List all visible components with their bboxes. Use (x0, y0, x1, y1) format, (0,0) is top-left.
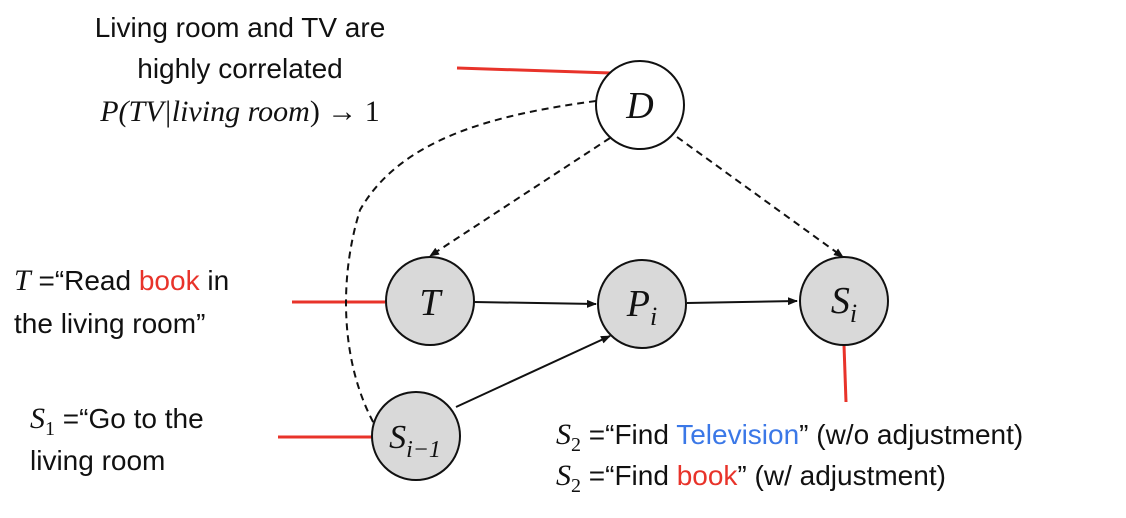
t-label-tail: in (200, 265, 230, 296)
s2-line1-tail: ” (w/o adjustment) (799, 419, 1023, 450)
node-t: T (385, 256, 475, 346)
t-label: T =“Read book in the living room” (14, 264, 229, 339)
t-label-eq: =“Read (31, 265, 139, 296)
annotation-connector-line (456, 66, 612, 75)
s1-label-var-sub: 1 (45, 418, 55, 440)
edge-d-to-t-dashed (429, 137, 611, 257)
node-s-base: S (831, 280, 850, 322)
node-t-label: T (419, 282, 443, 324)
formula-argument: living room (172, 95, 310, 128)
annotation-line-1: Living room and TV are (95, 12, 386, 43)
t-label-highlight: book (139, 265, 201, 296)
edge-d-to-s-dashed (676, 136, 844, 258)
annotation-line-2: highly correlated (137, 53, 342, 84)
s1-label: S1 =“Go to the living room (30, 402, 204, 476)
s1-label-var: S (30, 402, 45, 435)
s2-line1-eq: =“Find (581, 419, 676, 450)
edge-t-to-p (473, 299, 597, 308)
node-sprev-base: S (389, 419, 406, 456)
s1-label-eq: =“Go to the (55, 403, 204, 434)
node-sprev-circle (371, 391, 461, 481)
node-d-circle (595, 60, 685, 150)
s2-line1-var-sub: 2 (571, 434, 581, 456)
s2-line2-eq: =“Find (581, 460, 677, 491)
node-t-circle (385, 256, 475, 346)
node-d: D (595, 60, 685, 150)
node-p: Pi (597, 259, 687, 349)
node-p-circle (597, 259, 687, 349)
edge-p-to-s (686, 297, 798, 306)
annotation-formula: P(TV|living room) → 1 (99, 95, 380, 128)
correlation-annotation: Living room and TV are highly correlated… (95, 12, 386, 128)
node-p-label: Pi (626, 283, 657, 331)
s1-label-line-2: living room (30, 445, 165, 476)
s2-label-line-2: S2 =“Find book” (w/ adjustment) (556, 459, 946, 497)
node-s-label: Si (831, 280, 857, 328)
node-sprev: Si−1 (371, 391, 461, 481)
edge-d-to-sprev-dashed (345, 100, 597, 435)
node-d-label: D (625, 85, 653, 127)
formula-prefix: P(TV| (99, 95, 172, 128)
node-sprev-label: Si−1 (389, 419, 441, 463)
s2-label-line-1: S2 =“Find Television” (w/o adjustment) (556, 418, 1023, 456)
s2-line1-highlight: Television (676, 419, 799, 450)
node-p-base: P (626, 283, 650, 325)
s2-line1-var: S (556, 418, 571, 451)
node-s: Si (799, 256, 889, 346)
node-p-sub: i (650, 302, 657, 331)
formula-suffix: ) → 1 (310, 95, 380, 128)
t-label-line-2: the living room” (14, 308, 205, 339)
s2-labels: S2 =“Find Television” (w/o adjustment) S… (556, 418, 1023, 497)
t-label-line-1: T =“Read book in (14, 264, 229, 297)
s2-line2-var-sub: 2 (571, 475, 581, 497)
node-s-sub: i (850, 299, 857, 328)
s1-label-line-1: S1 =“Go to the (30, 402, 204, 440)
node-sprev-sub: i−1 (406, 437, 441, 463)
s2-line2-highlight: book (677, 460, 739, 491)
s2-label-connector-line (842, 344, 848, 403)
s2-line2-tail: ” (w/ adjustment) (737, 460, 946, 491)
t-label-var: T (14, 264, 33, 297)
edge-sprev-to-p (455, 335, 611, 408)
s2-line2-var: S (556, 459, 571, 492)
node-s-circle (799, 256, 889, 346)
